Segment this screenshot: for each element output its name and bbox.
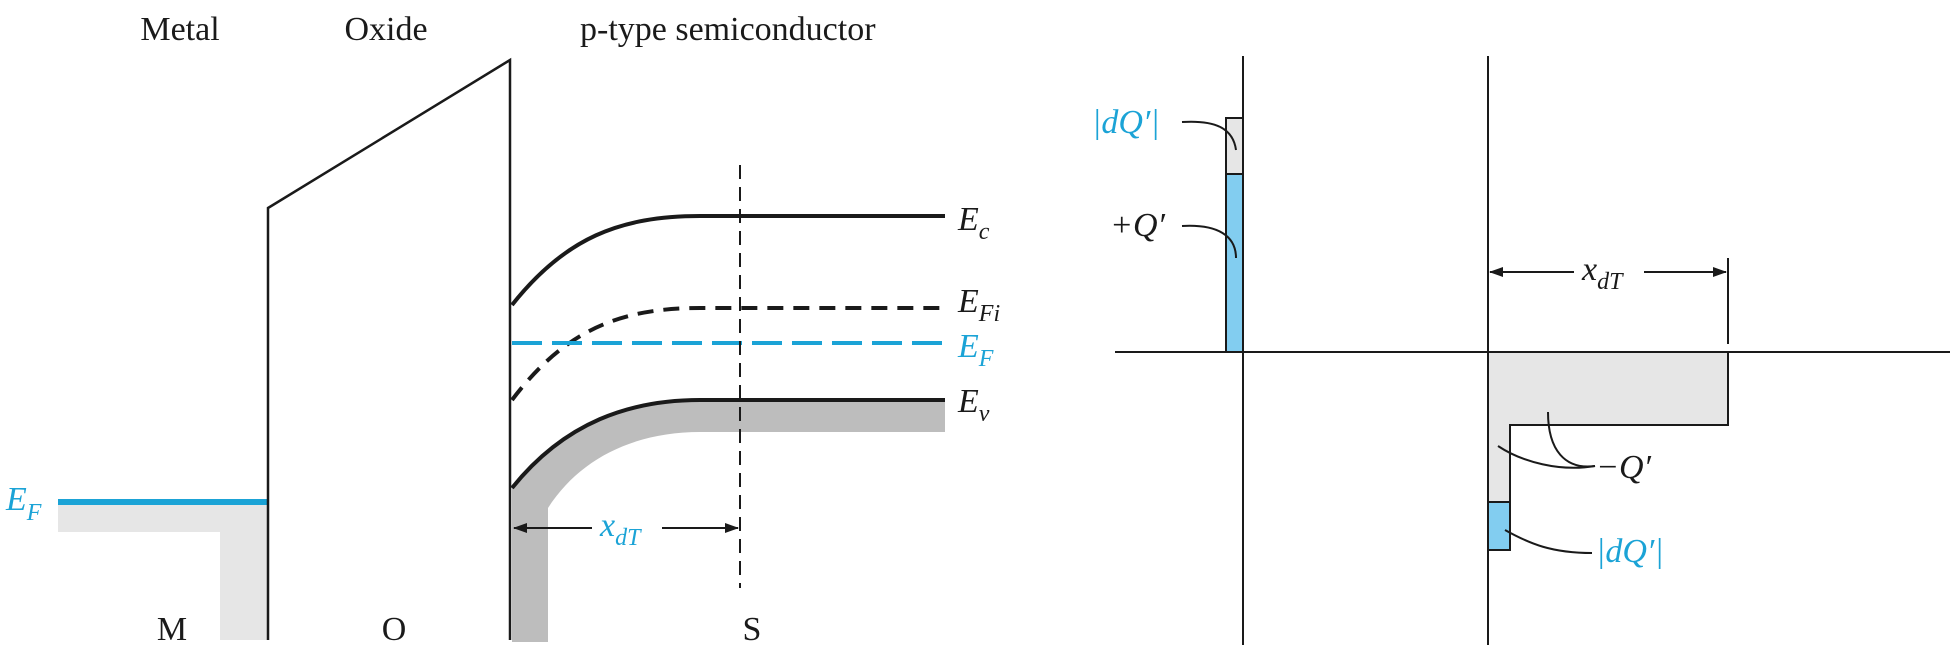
oxide-bottom-label: O	[382, 611, 407, 648]
oxide-barrier	[266, 57, 512, 640]
energy-band-diagram: Metal Oxide p-type semiconductor EF Ec E…	[5, 11, 1000, 648]
minus-q-label: −Q′	[1596, 449, 1651, 486]
semiconductor-region-label: p-type semiconductor	[580, 11, 876, 48]
plus-q-label: +Q′	[1110, 207, 1165, 244]
valence-band-label: Ev	[957, 383, 990, 427]
depletion-width-label: xdT	[599, 507, 642, 551]
plus-q-leader	[1181, 224, 1237, 259]
metal-positive-charge-block	[1225, 173, 1244, 353]
dq-top-label: |dQ′|	[1092, 104, 1160, 141]
valence-band-edge	[510, 398, 945, 490]
semiconductor-fermi-level-label: EF	[957, 328, 994, 372]
metal-region-label: Metal	[140, 11, 219, 48]
semiconductor-bottom-label: S	[743, 611, 762, 648]
intrinsic-fermi-level-label: EFi	[957, 283, 1000, 327]
metal-fermi-level-label: EF	[5, 481, 42, 526]
valence-band-shading	[512, 400, 945, 642]
conduction-band-label: Ec	[957, 201, 990, 245]
dq-bottom-leader	[1504, 529, 1593, 554]
charge-depletion-width-label: xdT	[1581, 251, 1624, 295]
minus-q-leader-right	[1547, 411, 1596, 468]
metal-filled-states-shading	[58, 502, 268, 640]
conduction-band-edge	[510, 214, 945, 307]
intrinsic-fermi-level	[510, 306, 945, 402]
oxide-region-label: Oxide	[344, 11, 427, 48]
dq-top-leader	[1181, 120, 1237, 151]
minus-q-leader-left	[1497, 445, 1596, 469]
dq-bottom-label: |dQ′|	[1596, 533, 1664, 570]
charge-distribution-diagram: xdT |dQ′| +Q′ −Q′ |dQ′|	[1092, 56, 1950, 645]
semiconductor-incremental-charge-block	[1487, 501, 1511, 551]
metal-bottom-label: M	[157, 611, 187, 648]
